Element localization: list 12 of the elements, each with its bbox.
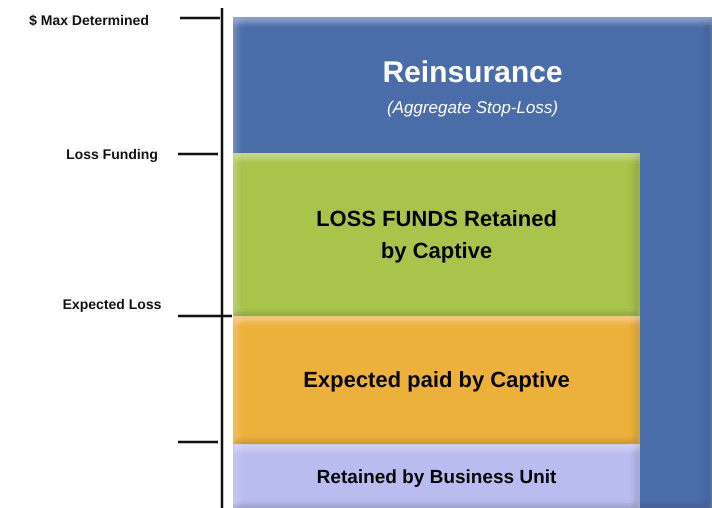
layer-subtitle: (Aggregate Stop-Loss): [386, 97, 558, 119]
layer-box: [233, 316, 640, 444]
scale-label: Loss Funding: [65, 145, 159, 164]
layer-box: [233, 444, 640, 508]
scale-label: $ Max Determined: [28, 11, 150, 30]
layer-title: Expected paid by Captive: [303, 366, 570, 394]
layer-box: [233, 17, 712, 508]
scale-label: Expected Loss: [62, 295, 162, 314]
layer-title: Retained by Business Unit: [316, 466, 556, 490]
layer-title: LOSS FUNDS Retained by Captive: [315, 204, 558, 265]
layer-box: [233, 153, 640, 316]
layer-title: Reinsurance: [382, 55, 563, 91]
